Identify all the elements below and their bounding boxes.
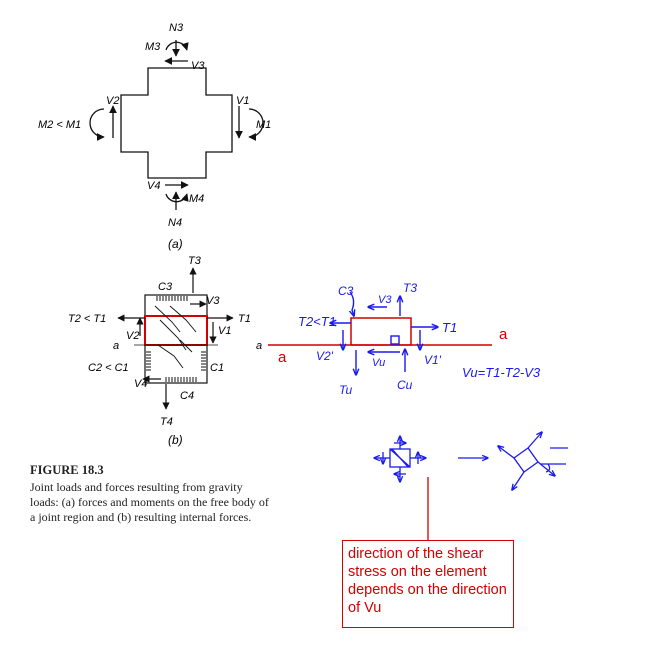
sketch-label-tu: Tu — [339, 383, 352, 397]
m3-moment-arrow — [165, 41, 189, 51]
label-v2: V2 — [106, 95, 119, 107]
figure-b: T3 C3 V3 T2 < T1 T1 V2 V1 a a C2 < C1 C1… — [68, 255, 262, 447]
annotation-note-text: direction of the shear stress on the ele… — [348, 546, 507, 616]
m1-moment-arrow — [248, 108, 264, 141]
joint-section-highlight — [144, 315, 208, 346]
sketch-equation: Vu=T1-T2-V3 — [462, 365, 541, 380]
label-v4: V4 — [147, 180, 160, 192]
label-m1: M1 — [256, 119, 271, 131]
label-m4: M4 — [189, 193, 204, 205]
joint-core-outline — [144, 294, 208, 384]
label-v4: V4 — [134, 378, 147, 390]
label-m3: M3 — [145, 41, 161, 53]
sketch-label-t2-t1: T2<T1 — [298, 314, 336, 329]
sketch-label-cu: Cu — [397, 378, 413, 392]
sketch-label-vu: Vu — [372, 357, 385, 369]
label-v1: V1 — [236, 95, 249, 107]
label-m2-m1: M2 < M1 — [38, 119, 81, 131]
label-a-left: a — [113, 340, 119, 352]
compression-hatch-left — [146, 351, 151, 371]
section-block-red — [350, 317, 412, 346]
sublabel-b: (b) — [168, 433, 183, 447]
label-c2-c1: C2 < C1 — [88, 362, 129, 374]
caption-text: Joint loads and forces resulting from gr… — [30, 480, 269, 524]
label-v2: V2 — [126, 330, 139, 342]
figure-a: N3 M3 V3 V2 M2 < M1 V1 M1 V4 M4 N4 (a) — [38, 22, 271, 251]
sublabel-a: (a) — [168, 237, 183, 251]
label-t4: T4 — [160, 416, 173, 428]
rotated-stress-element-sketch — [498, 432, 568, 490]
sketch-label-a-right: a — [499, 326, 508, 343]
compression-hatch-bottom — [165, 377, 197, 382]
sketch-label-v2: V2' — [316, 349, 334, 363]
sketch-label-v3: V3 — [378, 294, 392, 306]
label-t2-t1: T2 < T1 — [68, 313, 106, 325]
label-n3: N3 — [169, 22, 184, 34]
label-c1: C1 — [210, 362, 224, 374]
handwritten-section-sketch: a a C3 V3 T3 T2<T1 T1 V2' Vu V1' Tu Cu — [268, 281, 568, 540]
joint-free-body-outline — [120, 67, 233, 179]
label-c3: C3 — [158, 281, 173, 293]
compression-hatch-right — [201, 351, 206, 371]
sketch-c3-arrow — [350, 291, 354, 316]
label-t3: T3 — [188, 255, 202, 267]
compression-hatch-top — [156, 296, 188, 301]
sketch-label-v1: V1' — [424, 353, 442, 367]
label-c4: C4 — [180, 390, 194, 402]
annotation-note-box: direction of the shear stress on the ele… — [342, 540, 514, 628]
label-a-right: a — [256, 340, 262, 352]
label-v3: V3 — [206, 295, 220, 307]
label-v3: V3 — [191, 60, 205, 72]
figure-caption: FIGURE 18.3 Joint loads and forces resul… — [30, 463, 270, 525]
stress-element-sketch — [374, 436, 426, 482]
m2-moment-arrow — [89, 108, 105, 141]
sketch-label-t1: T1 — [442, 320, 457, 335]
label-n4: N4 — [168, 217, 182, 229]
sketch-label-t3: T3 — [403, 281, 417, 295]
sketch-element-square — [390, 335, 400, 345]
sketch-label-a-left: a — [278, 349, 287, 366]
caption-heading: FIGURE 18.3 — [30, 463, 104, 477]
diagonal-cracks — [154, 305, 197, 369]
sketch-label-c3: C3 — [338, 284, 354, 298]
label-v1: V1 — [218, 325, 231, 337]
label-t1: T1 — [238, 313, 251, 325]
